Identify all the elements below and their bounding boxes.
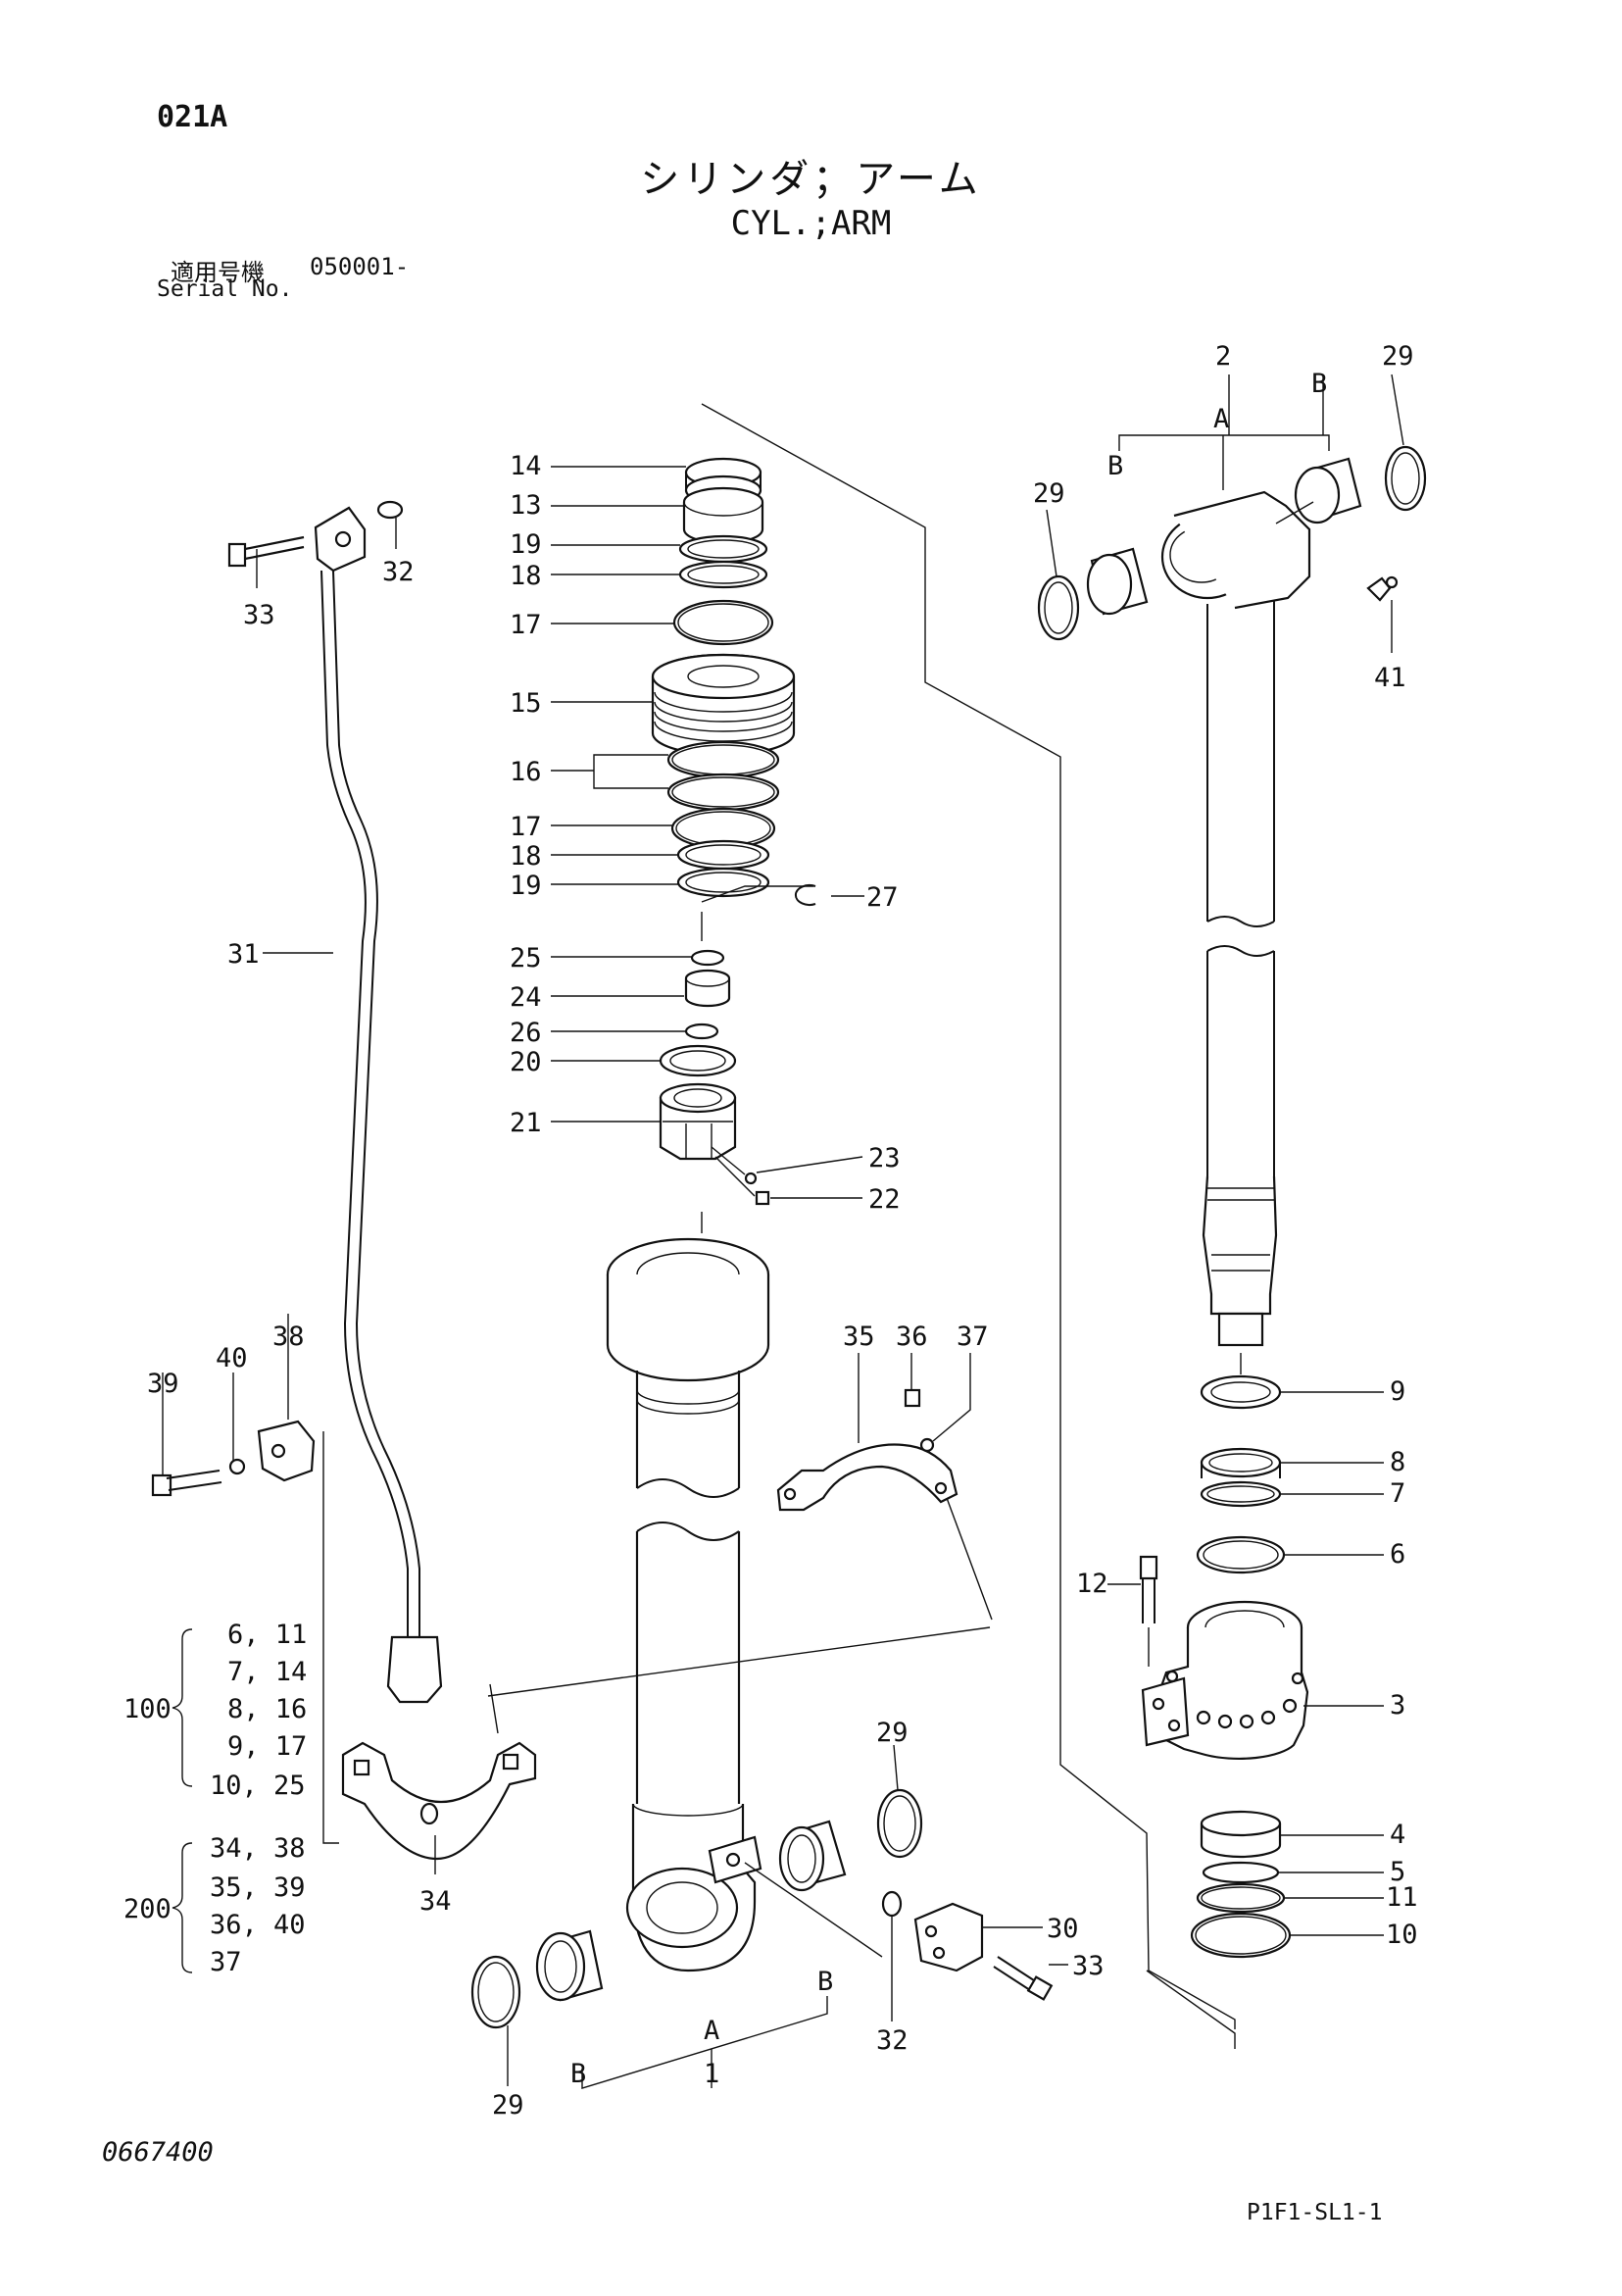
callout-34: 34 [419,1886,452,1917]
callout-26: 26 [510,1018,542,1048]
kit-200-row-2: 35, 39 [210,1872,306,1903]
callout-18-lower: 18 [510,841,542,872]
callout-23: 23 [868,1143,901,1173]
kit-200-row-3: 36, 40 [210,1910,306,1940]
callout-A-bottom: A [704,2016,719,2046]
callout-32-lower: 32 [876,2025,909,2056]
callout-B-bottom-right: B [817,1967,833,1997]
kit-100-row-4: 9, 17 [227,1731,307,1762]
callout-29-bottom-right: 29 [876,1718,909,1748]
callout-4: 4 [1390,1820,1405,1850]
callout-29-rod-left: 29 [1033,478,1065,509]
leader-lines [162,374,1404,2086]
sheet-code: P1F1-SL1-1 [1247,2200,1383,2225]
title-japanese: シリンダ；アーム [640,157,982,202]
kit-100-row-2: 7, 14 [227,1657,307,1687]
callout-21: 21 [510,1108,542,1138]
callout-40: 40 [216,1343,248,1373]
callout-18-upper: 18 [510,561,542,591]
callout-11: 11 [1386,1882,1418,1913]
callout-41: 41 [1374,663,1406,693]
callout-27: 27 [866,882,899,913]
callout-35: 35 [843,1322,875,1352]
callout-33-lower: 33 [1072,1951,1105,1981]
clamp-38-group [151,1420,339,1844]
callout-17-upper: 17 [510,610,542,640]
callout-5: 5 [1390,1857,1405,1887]
kit-200-number: 200 [123,1894,172,1924]
callout-20: 20 [510,1047,542,1077]
piston-rod-group [1037,434,1427,1347]
drawing-number: 0667400 [102,2137,214,2168]
callout-1: 1 [704,2059,719,2089]
cylinder-head-group [1139,1353,1309,1959]
title-english: CYL.;ARM [730,204,892,243]
callout-2: 2 [1215,341,1231,372]
callout-A-rod: A [1213,404,1229,434]
kit-100-row-1: 6, 11 [227,1620,307,1650]
callout-10: 10 [1386,1920,1418,1950]
callout-38: 38 [272,1322,305,1352]
callout-25: 25 [510,943,542,973]
page-code: 021A [157,100,228,134]
callout-22: 22 [868,1184,901,1215]
serial-label-english: Serial No. [157,276,293,302]
pipe-31-group [227,500,443,1704]
callout-29-bottom-left: 29 [492,2090,524,2121]
clamp-34-group [341,1626,991,1861]
callout-30: 30 [1047,1914,1079,1944]
callout-3: 3 [1390,1690,1405,1721]
kit-100-row-5: 10, 25 [210,1771,306,1801]
callout-9: 9 [1390,1376,1405,1407]
callout-33-upper: 33 [243,600,275,630]
callout-19-lower: 19 [510,871,542,901]
kit-100-row-3: 8, 16 [227,1694,307,1724]
callout-29-rod-right: 29 [1382,341,1414,372]
callout-13: 13 [510,490,542,521]
kit-200-row-4: 37 [210,1947,242,1977]
piston-seal-stack [651,457,816,1233]
callout-B-bottom-left: B [570,2059,586,2089]
callout-32-upper: 32 [382,557,415,587]
kit-200-row-1: 34, 38 [210,1833,306,1864]
callout-36: 36 [896,1322,928,1352]
callout-B-rod-left: B [1107,451,1123,481]
callout-17-lower: 17 [510,812,542,842]
serial-label-japanese: 適用号機 [171,259,265,286]
callout-39: 39 [147,1369,179,1399]
callout-12: 12 [1076,1569,1108,1599]
callout-14: 14 [510,451,542,481]
bottom-end-group [470,1788,1054,2089]
callout-B-rod-right: B [1311,369,1327,399]
callout-19-upper: 19 [510,529,542,560]
guide-lines [489,403,1236,2049]
clamp-35-group [776,1388,993,1621]
callout-labels: 14 13 19 18 17 15 16 17 18 19 27 25 24 2… [123,341,1418,2121]
callout-6: 6 [1390,1539,1405,1570]
callout-8: 8 [1390,1447,1405,1477]
kit-braces [172,1628,193,1973]
cylinder-tube-assembly [606,1237,770,1972]
callout-24: 24 [510,982,542,1013]
callout-31: 31 [227,939,260,970]
callout-16: 16 [510,757,542,787]
callout-37: 37 [957,1322,989,1352]
callout-7: 7 [1390,1478,1405,1509]
kit-100-number: 100 [123,1694,172,1724]
callout-15: 15 [510,688,542,719]
serial-value: 050001- [310,253,410,280]
